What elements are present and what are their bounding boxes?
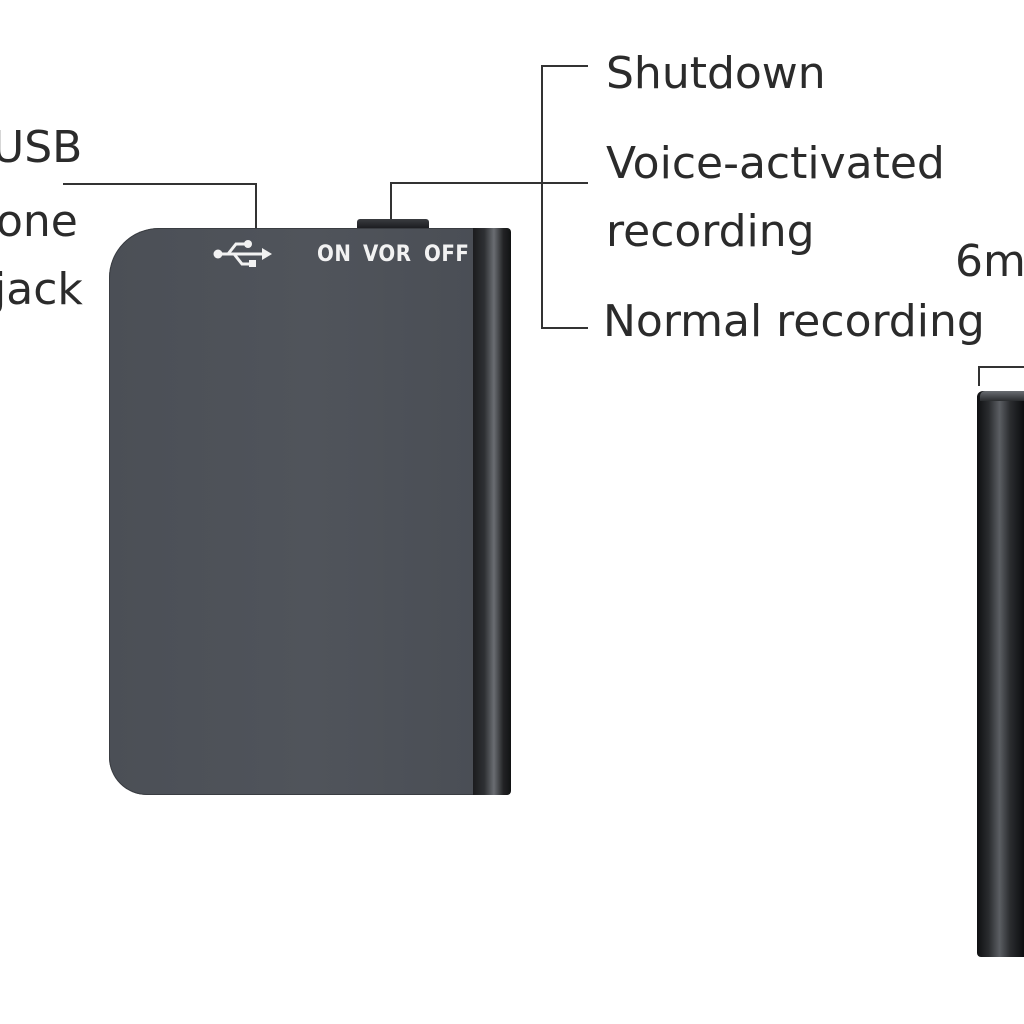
usb-icon bbox=[213, 240, 272, 267]
leader-usb-vertical bbox=[255, 183, 257, 228]
leader-bracket-vertical bbox=[541, 65, 543, 329]
recorder-body bbox=[109, 228, 477, 795]
recorder-side-profile bbox=[977, 391, 1024, 957]
label-shutdown: Shutdown bbox=[606, 48, 826, 99]
leader-usb-horizontal bbox=[63, 183, 256, 185]
label-voice-recording: recording bbox=[606, 206, 815, 257]
label-usb: USB bbox=[0, 122, 83, 173]
dimension-line-tick bbox=[978, 366, 980, 386]
leader-switch-horizontal bbox=[390, 182, 588, 184]
switch-label-off: OFF bbox=[424, 242, 470, 267]
label-earphone-line1: one bbox=[0, 196, 78, 247]
switch-label-on: ON bbox=[317, 242, 352, 267]
recorder-side-profile-cap bbox=[980, 391, 1024, 401]
recorder-side-edge bbox=[473, 228, 511, 795]
switch-label-vor: VOR bbox=[363, 242, 412, 267]
leader-switch-vertical bbox=[390, 182, 392, 220]
label-thickness: 6m bbox=[955, 236, 1024, 287]
label-voice-activated: Voice-activated bbox=[606, 138, 945, 189]
label-earphone-line2: jack bbox=[0, 264, 83, 315]
leader-bracket-bottom bbox=[541, 327, 588, 329]
dimension-line-horizontal bbox=[978, 366, 1024, 368]
leader-bracket-top bbox=[541, 65, 588, 67]
mode-switch bbox=[357, 219, 429, 230]
label-normal-recording: Normal recording bbox=[603, 296, 985, 347]
